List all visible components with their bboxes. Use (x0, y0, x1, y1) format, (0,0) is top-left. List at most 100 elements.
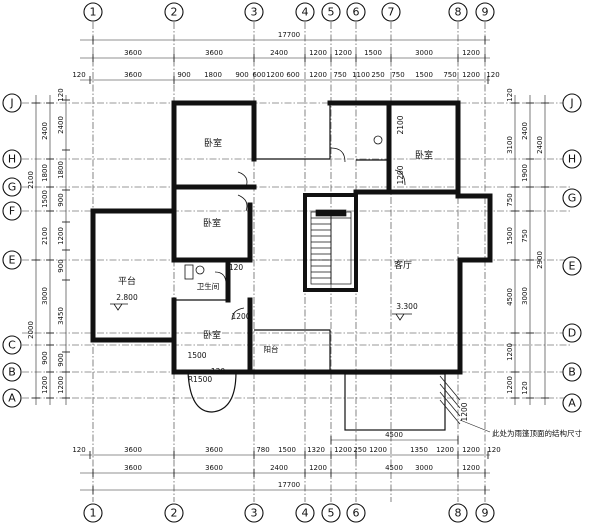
axis-bubble-8: 8 (455, 6, 462, 19)
room-label-bedroom-3: 卧室 (203, 329, 221, 341)
left-total-dim: 2100 (27, 171, 35, 189)
axis-bubble-h: H (568, 153, 576, 166)
axis-bubble-g: G (8, 181, 17, 194)
bottom-row1-dim: 1200 (334, 446, 352, 454)
top-row1-dim: 3000 (415, 49, 433, 57)
top-row1-dim: 3600 (205, 49, 223, 57)
left-inner-dim: 1200 (57, 227, 65, 245)
axis-bubble-a: A (568, 397, 576, 410)
dim-1500: 1500 (187, 351, 206, 360)
top-row2-dim: 600 (252, 71, 265, 79)
dim-120: 120 (229, 263, 244, 272)
axis-bubbles-bottom: 1 2 3 4 5 6 8 9 (83, 503, 495, 523)
axis-bubble-h: H (8, 153, 16, 166)
left-inner-dim: 2400 (57, 116, 65, 134)
axis-bubble-8: 8 (455, 507, 462, 520)
axis-bubble-d: D (568, 327, 576, 340)
axis-bubble-6: 6 (353, 507, 360, 520)
room-labels: 卧室 卧室 卧室 卧室 平台 2.800 卫生间 客厅 3.300 阳台 (116, 137, 433, 354)
bottom-row1-dim: 1320 (307, 446, 325, 454)
bottom-row2-dim: 3000 (415, 464, 433, 472)
dim-2100: 2100 (396, 115, 405, 134)
top-row2-dim: 1100 (352, 71, 370, 79)
right-dim: 2400 (521, 122, 529, 140)
axis-bubble-9: 9 (482, 507, 489, 520)
dim-r1500: R1500 (188, 375, 213, 384)
axis-bubble-4: 4 (302, 6, 309, 19)
terrace-level: 2.800 (116, 293, 138, 302)
bottom-row1-dim: 1200 (436, 446, 454, 454)
bottom-row1-dim: 1350 (410, 446, 428, 454)
bottom-row1-dim: 1200 (369, 446, 387, 454)
top-row2-dim: 900 (177, 71, 190, 79)
left-outer-dim: 1200 (41, 376, 49, 394)
bottom-row2-dim: 3600 (124, 464, 142, 472)
axis-bubble-3: 3 (251, 6, 258, 19)
axis-bubble-c: C (8, 339, 16, 352)
bottom-row2-dim: 1200 (462, 464, 480, 472)
stair-treads (310, 209, 352, 285)
right-dim: 120 (506, 88, 514, 101)
room-label-terrace: 平台 (118, 275, 136, 287)
axis-bubble-4: 4 (302, 507, 309, 520)
bottom-row1-dim: 120 (487, 446, 500, 454)
bottom-extra-dim: 4500 (385, 431, 403, 439)
left-inner-dim: 900 (57, 193, 65, 206)
top-dimensions: 17700 3600 3600 2400 1200 1200 1500 3000… (72, 31, 500, 84)
room-label-balcony: 阳台 (264, 344, 279, 354)
right-dim: 3100 (506, 136, 514, 154)
left-outer-dim: 1500 (41, 190, 49, 208)
bottom-row1-dim: 250 (353, 446, 366, 454)
axis-bubble-5: 5 (328, 6, 335, 19)
right-dim: 1200 (506, 376, 514, 394)
left-inner-dim: 3450 (57, 307, 65, 325)
top-row2-dim: 120 (486, 71, 499, 79)
axis-bubble-6: 6 (353, 6, 360, 19)
axis-bubble-b: B (568, 366, 576, 379)
top-row2-dim: 900 (235, 71, 248, 79)
room-label-bedroom-2: 卧室 (203, 217, 221, 229)
axis-bubble-9: 9 (482, 6, 489, 19)
top-row1-dim: 1200 (334, 49, 352, 57)
right-dimensions: 120 3100 750 1500 4500 1200 1200 2400 19… (506, 88, 549, 405)
axis-bubble-3: 3 (251, 507, 258, 520)
axis-bubble-5: 5 (328, 507, 335, 520)
axis-bubble-2: 2 (171, 6, 178, 19)
right-dim: 750 (521, 229, 529, 242)
axis-bubble-b: B (8, 366, 16, 379)
rain-canopy (344, 373, 491, 433)
axis-bubble-1: 1 (90, 507, 97, 520)
left-dimensions: 2100 2000 2400 1800 1500 2100 3000 900 1… (27, 88, 70, 405)
dim-120b: 120 (211, 367, 226, 376)
top-row2-dim: 3600 (124, 71, 142, 79)
bottom-row2-dim: 1200 (309, 464, 327, 472)
top-row2-dim: 1800 (204, 71, 222, 79)
axis-bubbles-right: J H G E D B A (562, 93, 582, 413)
top-total-dim: 17700 (278, 31, 300, 39)
axis-bubble-2: 2 (171, 507, 178, 520)
axis-bubble-e: E (9, 254, 16, 267)
top-row2-dim: 120 (72, 71, 85, 79)
top-row2-dim: 750 (391, 71, 404, 79)
walls (90, 100, 493, 375)
axis-bubble-j: J (9, 97, 13, 110)
axis-bubbles-top: 1 2 3 4 5 6 7 8 9 (83, 2, 495, 22)
top-row2-dim: 1500 (415, 71, 433, 79)
top-row1-dim: 1200 (309, 49, 327, 57)
bottom-row2-dim: 4500 (385, 464, 403, 472)
dim-1200: 1200 (231, 312, 250, 321)
bottom-row1-dim: 1200 (462, 446, 480, 454)
right-dim: 1200 (506, 343, 514, 361)
axis-bubble-f: F (9, 205, 15, 218)
door-swings (214, 147, 406, 321)
room-label-living: 客厅 (394, 259, 412, 271)
axis-bubble-j: J (569, 97, 573, 110)
top-row1-dim: 1200 (462, 49, 480, 57)
fixtures (184, 135, 383, 280)
top-row1-dim: 1500 (364, 49, 382, 57)
left-outer-dim: 1800 (41, 164, 49, 182)
dim-1200c: 1200 (460, 402, 469, 421)
level-markers (110, 303, 412, 321)
left-outer-dim: 2400 (41, 122, 49, 140)
